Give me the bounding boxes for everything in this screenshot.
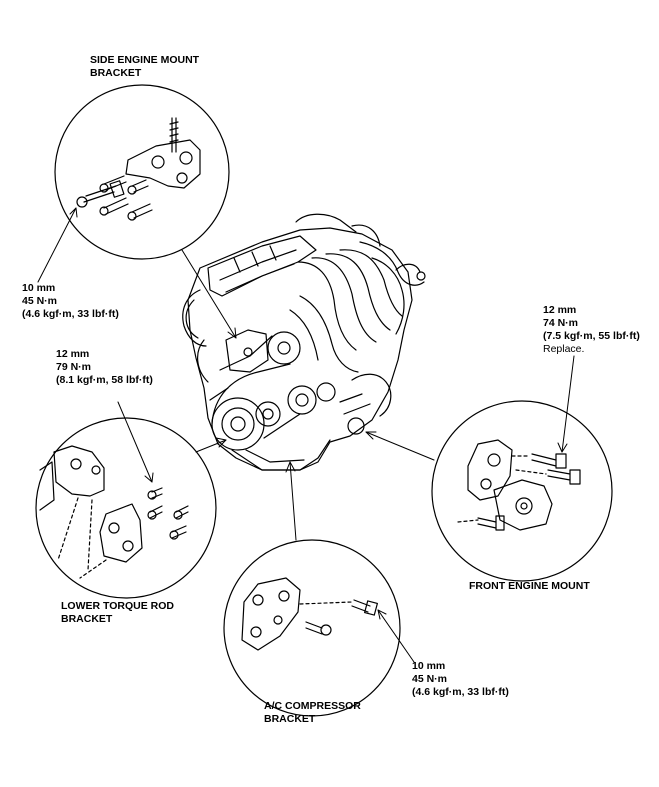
- lower-torque-rod-label-line1: LOWER TORQUE ROD: [61, 600, 174, 612]
- torque-alt-units: (7.5 kgf·m, 55 lbf·ft): [543, 330, 640, 342]
- front-mount-part: [457, 439, 581, 531]
- front-mount-detail-circle: [431, 400, 613, 582]
- ac-compressor-label: A/C COMPRESSOR BRACKET: [264, 700, 361, 726]
- side-mount-label: SIDE ENGINE MOUNT BRACKET: [90, 54, 199, 80]
- torque-value: 74 N·m: [543, 317, 579, 329]
- torque-value: 45 N·m: [412, 673, 448, 685]
- engine-illustration: [182, 213, 426, 471]
- torque-alt-units: (4.6 kgf·m, 33 lbf·ft): [22, 308, 119, 320]
- side-mount-detail-circle: [54, 84, 230, 260]
- torque-alt-units: (4.6 kgf·m, 33 lbf·ft): [412, 686, 509, 698]
- side-mount-label-line1: SIDE ENGINE MOUNT: [90, 54, 200, 66]
- front-mount-label: FRONT ENGINE MOUNT: [469, 580, 590, 593]
- lower-torque-rod-detail-circle: [35, 417, 217, 599]
- torque-value: 45 N·m: [22, 295, 58, 307]
- torque-alt-units: (8.1 kgf·m, 58 lbf·ft): [56, 374, 153, 386]
- torque-size: 12 mm: [56, 348, 90, 360]
- side-mount-bracket-part: [76, 117, 201, 221]
- torque-size: 10 mm: [22, 282, 56, 294]
- torque-size: 10 mm: [412, 660, 446, 672]
- ac-compressor-bracket-part: [241, 577, 378, 651]
- front-mount-label-line1: FRONT ENGINE MOUNT: [469, 580, 590, 592]
- torque-value: 79 N·m: [56, 361, 92, 373]
- torque-size: 12 mm: [543, 304, 577, 316]
- front-mount-torque-spec: 12 mm 74 N·m (7.5 kgf·m, 55 lbf·ft) Repl…: [543, 304, 640, 356]
- side-mount-torque-spec: 10 mm 45 N·m (4.6 kgf·m, 33 lbf·ft): [22, 282, 119, 321]
- lower-torque-rod-torque-spec: 12 mm 79 N·m (8.1 kgf·m, 58 lbf·ft): [56, 348, 153, 387]
- ac-compressor-torque-spec: 10 mm 45 N·m (4.6 kgf·m, 33 lbf·ft): [412, 660, 509, 699]
- ac-compressor-detail-circle: [223, 539, 401, 717]
- lower-torque-rod-label: LOWER TORQUE ROD BRACKET: [61, 600, 174, 626]
- replace-note: Replace.: [543, 343, 585, 355]
- lower-torque-rod-label-line2: BRACKET: [61, 613, 113, 625]
- lower-torque-rod-part: [39, 445, 189, 579]
- side-mount-label-line2: BRACKET: [90, 67, 142, 79]
- ac-compressor-label-line2: BRACKET: [264, 713, 316, 725]
- ac-compressor-label-line1: A/C COMPRESSOR: [264, 700, 361, 712]
- leader-lines: [37, 207, 575, 663]
